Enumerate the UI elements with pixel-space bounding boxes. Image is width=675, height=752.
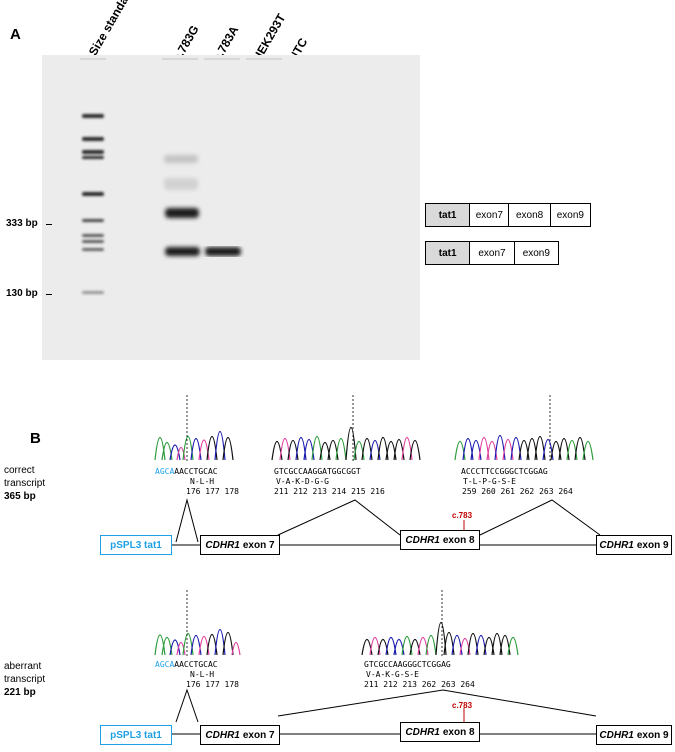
- correct-chromatograms: [154, 395, 594, 463]
- panel-a-letter: A: [10, 26, 21, 43]
- aberrant-chrom1-blue: AGCA: [155, 660, 175, 669]
- diag-exon9-cell: exon9: [522, 247, 550, 259]
- exon-label: exon 7: [242, 729, 275, 741]
- diag-tat1-cell: tat1: [426, 242, 471, 264]
- diag-exon7-cell: exon7: [470, 204, 510, 226]
- aberrant-chrom2-pos: 211 212 213 262 263 264: [364, 680, 475, 689]
- exon-label: exon 7: [242, 539, 275, 551]
- aberrant-chrom2-seq: GTCGCCAAGGGCTCGGAG: [364, 660, 451, 669]
- diag-exon8-cell: exon8: [509, 204, 551, 226]
- diag-exon9-cell: exon9: [556, 209, 584, 221]
- correct-chrom2-aa: V-A-K-D-G-G: [276, 477, 329, 486]
- panel-b-letter: B: [30, 430, 41, 447]
- correct-chrom1-blue: AGCA: [155, 467, 175, 476]
- correct-size: 365 bp: [4, 491, 36, 502]
- correct-chrom3-aa: T-L-P-G-S-E: [463, 477, 516, 486]
- marker-tick-130: [46, 294, 52, 295]
- correct-transcript-label: correct transcript 365 bp: [4, 464, 45, 503]
- correct-chrom3-pos: 259 260 261 262 263 264: [462, 487, 573, 496]
- gene-name: CDHR1: [599, 729, 634, 741]
- aberrant-transcript-label: aberrant transcript 221 bp: [4, 660, 45, 699]
- aberrant-chrom1-seq: AGCAAACCTGCAC: [155, 660, 218, 670]
- gel-bands: [80, 58, 282, 294]
- correct-chrom1-aa: N-L-H: [190, 477, 215, 486]
- aberrant-size: 221 bp: [4, 687, 36, 698]
- diag-exon7-cell: exon7: [470, 242, 515, 264]
- aberrant-mutation-label: c.783: [452, 701, 473, 710]
- correct-chrom2-pos: 211 212 213 214 215 216: [274, 487, 385, 496]
- aberrant-chrom1-bases: AACCTGCAC: [174, 660, 218, 669]
- marker-333bp: 333 bp: [6, 218, 38, 229]
- exon-label: exon 8: [442, 726, 475, 738]
- aberrant-label-line1: aberrant: [4, 661, 42, 672]
- correct-chrom1-seq: AGCAAACCTGCAC: [155, 467, 218, 477]
- exon-label: exon 9: [636, 539, 669, 551]
- correct-label-line2: transcript: [4, 478, 46, 489]
- diag-tat1-cell: tat1: [426, 204, 471, 226]
- aberrant-splice-lines: [172, 688, 597, 735]
- correct-mutation-label: c.783: [452, 511, 473, 520]
- gene-name: CDHR1: [205, 729, 240, 741]
- correct-pspl3-tat1-box: pSPL3 tat1: [100, 535, 172, 555]
- correct-chrom3-seq: ACCCTTCCGGGCTCGGAG: [461, 467, 548, 476]
- correct-chrom2-seq: GTCGCCAAGGATGGCGGT: [274, 467, 361, 476]
- aberrant-chrom1-pos: 176 177 178: [186, 680, 239, 689]
- marker-130bp: 130 bp: [6, 288, 38, 299]
- gene-name: CDHR1: [205, 539, 240, 551]
- lane-label-size-standard: Size standard: [85, 0, 138, 58]
- gene-name: CDHR1: [405, 534, 440, 546]
- aberrant-chrom2-aa: V-A-K-G-S-E: [366, 670, 419, 679]
- aberrant-chrom1-aa: N-L-H: [190, 670, 215, 679]
- correct-chrom1-pos: 176 177 178: [186, 487, 239, 496]
- correct-chrom1-bases: AACCTGCAC: [174, 467, 218, 476]
- correct-splice-lines: [172, 498, 601, 546]
- aberrant-pspl3-tat1-box: pSPL3 tat1: [100, 725, 172, 745]
- gel-image: [42, 55, 420, 360]
- marker-tick-333: [46, 224, 52, 225]
- gene-name: CDHR1: [599, 539, 634, 551]
- transcript-diagram-full: tat1 exon7 exon8 exon9: [425, 203, 591, 227]
- aberrant-label-line2: transcript: [4, 674, 46, 685]
- transcript-diagram-skip: tat1 exon7 exon9: [425, 241, 559, 265]
- aberrant-chromatograms: [154, 590, 519, 656]
- gene-name: CDHR1: [405, 726, 440, 738]
- exon-label: exon 8: [442, 534, 475, 546]
- correct-label-line1: correct: [4, 465, 35, 476]
- exon-label: exon 9: [636, 729, 669, 741]
